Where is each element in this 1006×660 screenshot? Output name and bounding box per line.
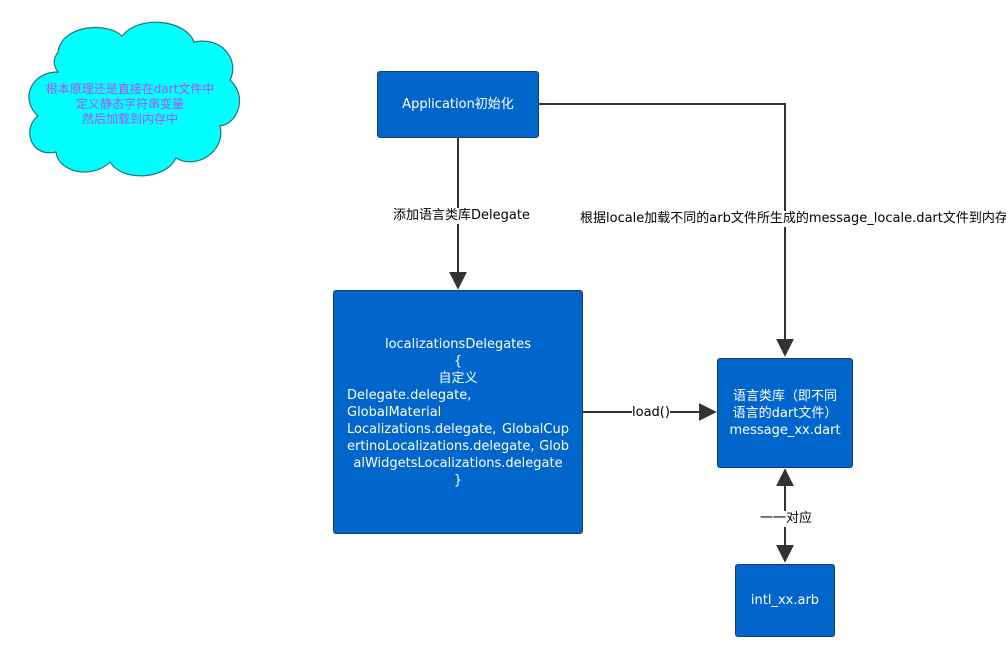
delegates-line-6: ertinoLocalizations.delegate, Glob	[347, 438, 569, 454]
node-application-init-label: Application初始化	[402, 97, 514, 112]
edge-label-load: load()	[632, 405, 670, 421]
cloud-note-line-1: 根本原理还是直接在dart文件中	[45, 82, 215, 96]
delegates-line-7: alWidgetsLocalizations.delegate	[353, 455, 563, 471]
delegates-line-3: 自定义	[438, 370, 478, 386]
delegates-line-8: }	[453, 472, 463, 488]
edge-label-add-delegate: 添加语言类库Delegate	[393, 208, 530, 224]
delegates-line-5: Localizations.delegate, GlobalCup	[347, 421, 569, 437]
node-intl-arb: intl_xx.arb	[735, 564, 835, 637]
language-library-line-2: 语言的dart文件）	[732, 405, 838, 421]
cloud-note: 根本原理还是直接在dart文件中 定义静态字符串变量 然后加载到内存中	[20, 82, 240, 127]
node-language-library: 语言类库（即不同 语言的dart文件） message_xx.dart	[717, 358, 853, 468]
cloud-note-line-2: 定义静态字符串变量	[75, 97, 184, 111]
edge-label-one-to-one: 一一对应	[760, 511, 813, 527]
node-localizations-delegates: localizationsDelegates { 自定义 Delegate.de…	[333, 290, 583, 534]
delegates-line-2: {	[453, 353, 463, 369]
language-library-line-1: 语言类库（即不同	[732, 388, 837, 404]
node-application-init: Application初始化	[377, 71, 539, 138]
cloud-note-line-3: 然后加载到内存中	[81, 112, 178, 126]
cloud-shape	[28, 21, 241, 177]
delegates-line-4: Delegate.delegate, GlobalMaterial	[347, 387, 472, 420]
edge-load-by-locale	[539, 103, 794, 357]
edge-label-load-by-locale: 根据locale加载不同的arb文件所生成的message_locale.dar…	[580, 211, 1006, 227]
delegates-line-1: localizationsDelegates	[384, 336, 532, 352]
node-intl-arb-label: intl_xx.arb	[750, 593, 820, 608]
language-library-line-3: message_xx.dart	[729, 422, 841, 438]
